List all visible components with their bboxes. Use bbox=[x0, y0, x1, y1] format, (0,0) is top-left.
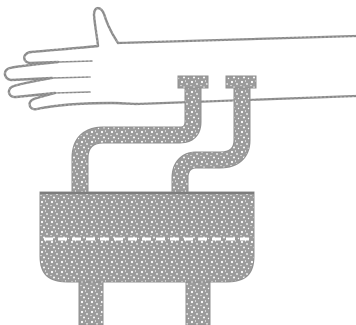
hand-icon bbox=[3, 6, 139, 111]
reservoir-icon bbox=[39, 191, 255, 325]
